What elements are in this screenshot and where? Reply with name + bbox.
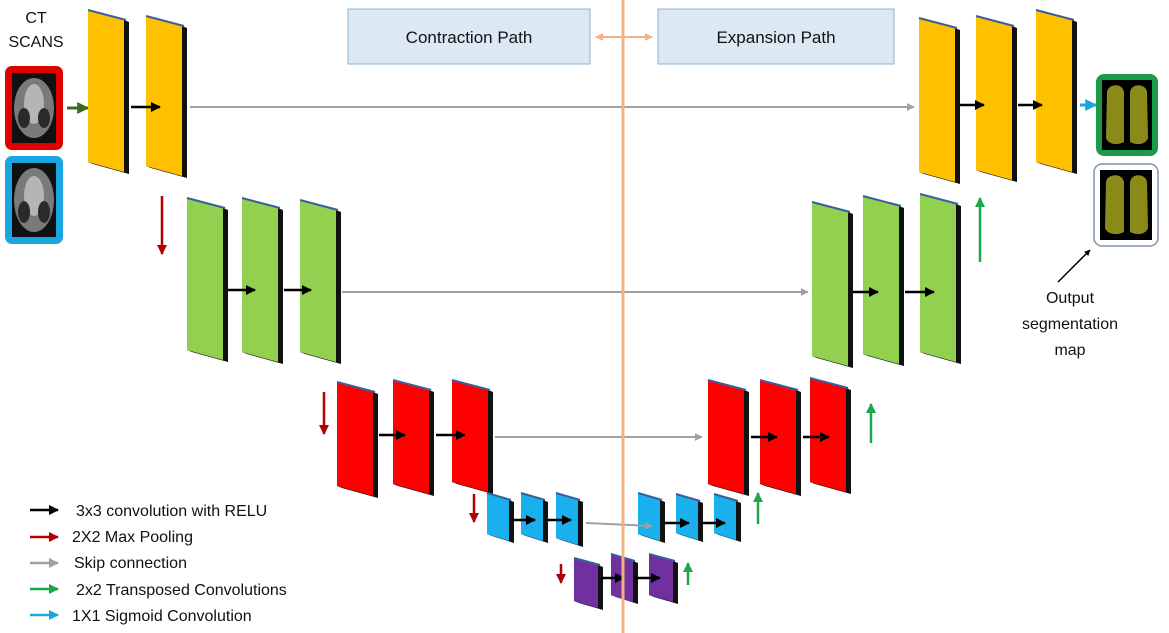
legend-pool-label: 2X2 Max Pooling — [72, 529, 193, 546]
ct-label-line1: CT — [25, 10, 47, 27]
feature-map-level-3 — [707, 379, 749, 496]
legend-sigmoid-label: 1X1 Sigmoid Convolution — [72, 608, 252, 625]
feature-map-level-1 — [1035, 9, 1077, 174]
feature-map-level-2 — [299, 199, 341, 364]
feature-map-level-4 — [486, 492, 514, 543]
legend-skip-label: Skip connection — [74, 555, 187, 572]
feature-map-level-2 — [862, 195, 904, 366]
feature-map-level-1 — [87, 9, 129, 174]
skip-connection-level-4 — [585, 521, 653, 530]
feature-map-level-1 — [145, 15, 187, 178]
ct-scan-image-1 — [5, 66, 63, 150]
feature-maps — [87, 9, 1077, 610]
expansion-path-label: Expansion Path — [716, 28, 835, 47]
legend-upconv-label: 2x2 Transposed Convolutions — [76, 582, 287, 599]
ct-scan-image-2 — [5, 156, 63, 244]
output-label-line3: map — [1054, 342, 1085, 359]
output-map-1 — [1096, 74, 1158, 156]
feature-map-level-2 — [186, 197, 228, 362]
upconv-arrows — [683, 197, 985, 585]
feature-map-level-4 — [675, 493, 703, 542]
feature-map-bottleneck — [648, 553, 678, 604]
feature-map-level-1 — [918, 17, 960, 184]
feature-map-level-2 — [919, 193, 961, 364]
feature-map-bottleneck — [573, 557, 603, 610]
conv-arrows — [131, 100, 1043, 583]
ct-label-line2: SCANS — [8, 34, 63, 51]
feature-map-level-3 — [759, 379, 801, 496]
output-map-2 — [1093, 163, 1159, 247]
pool-arrows — [157, 196, 566, 584]
output-pointer — [1057, 249, 1091, 283]
feature-map-level-3 — [336, 381, 378, 498]
feature-map-level-2 — [811, 201, 853, 368]
output-label-line1: Output — [1046, 290, 1095, 307]
legend: 3x3 convolution with RELU 2X2 Max Poolin… — [30, 503, 287, 625]
feature-map-level-4 — [637, 492, 665, 543]
contraction-path-label: Contraction Path — [406, 28, 533, 47]
feature-map-level-1 — [975, 15, 1017, 182]
feature-map-level-4 — [520, 492, 548, 543]
contraction-path-box — [347, 8, 591, 65]
legend-conv-label: 3x3 convolution with RELU — [76, 503, 267, 520]
feature-map-level-4 — [713, 493, 741, 542]
feature-map-level-3 — [392, 379, 434, 496]
expansion-path-box — [657, 8, 895, 65]
feature-map-level-2 — [241, 197, 283, 364]
feature-map-level-3 — [451, 379, 493, 494]
output-label-line2: segmentation — [1022, 316, 1118, 333]
